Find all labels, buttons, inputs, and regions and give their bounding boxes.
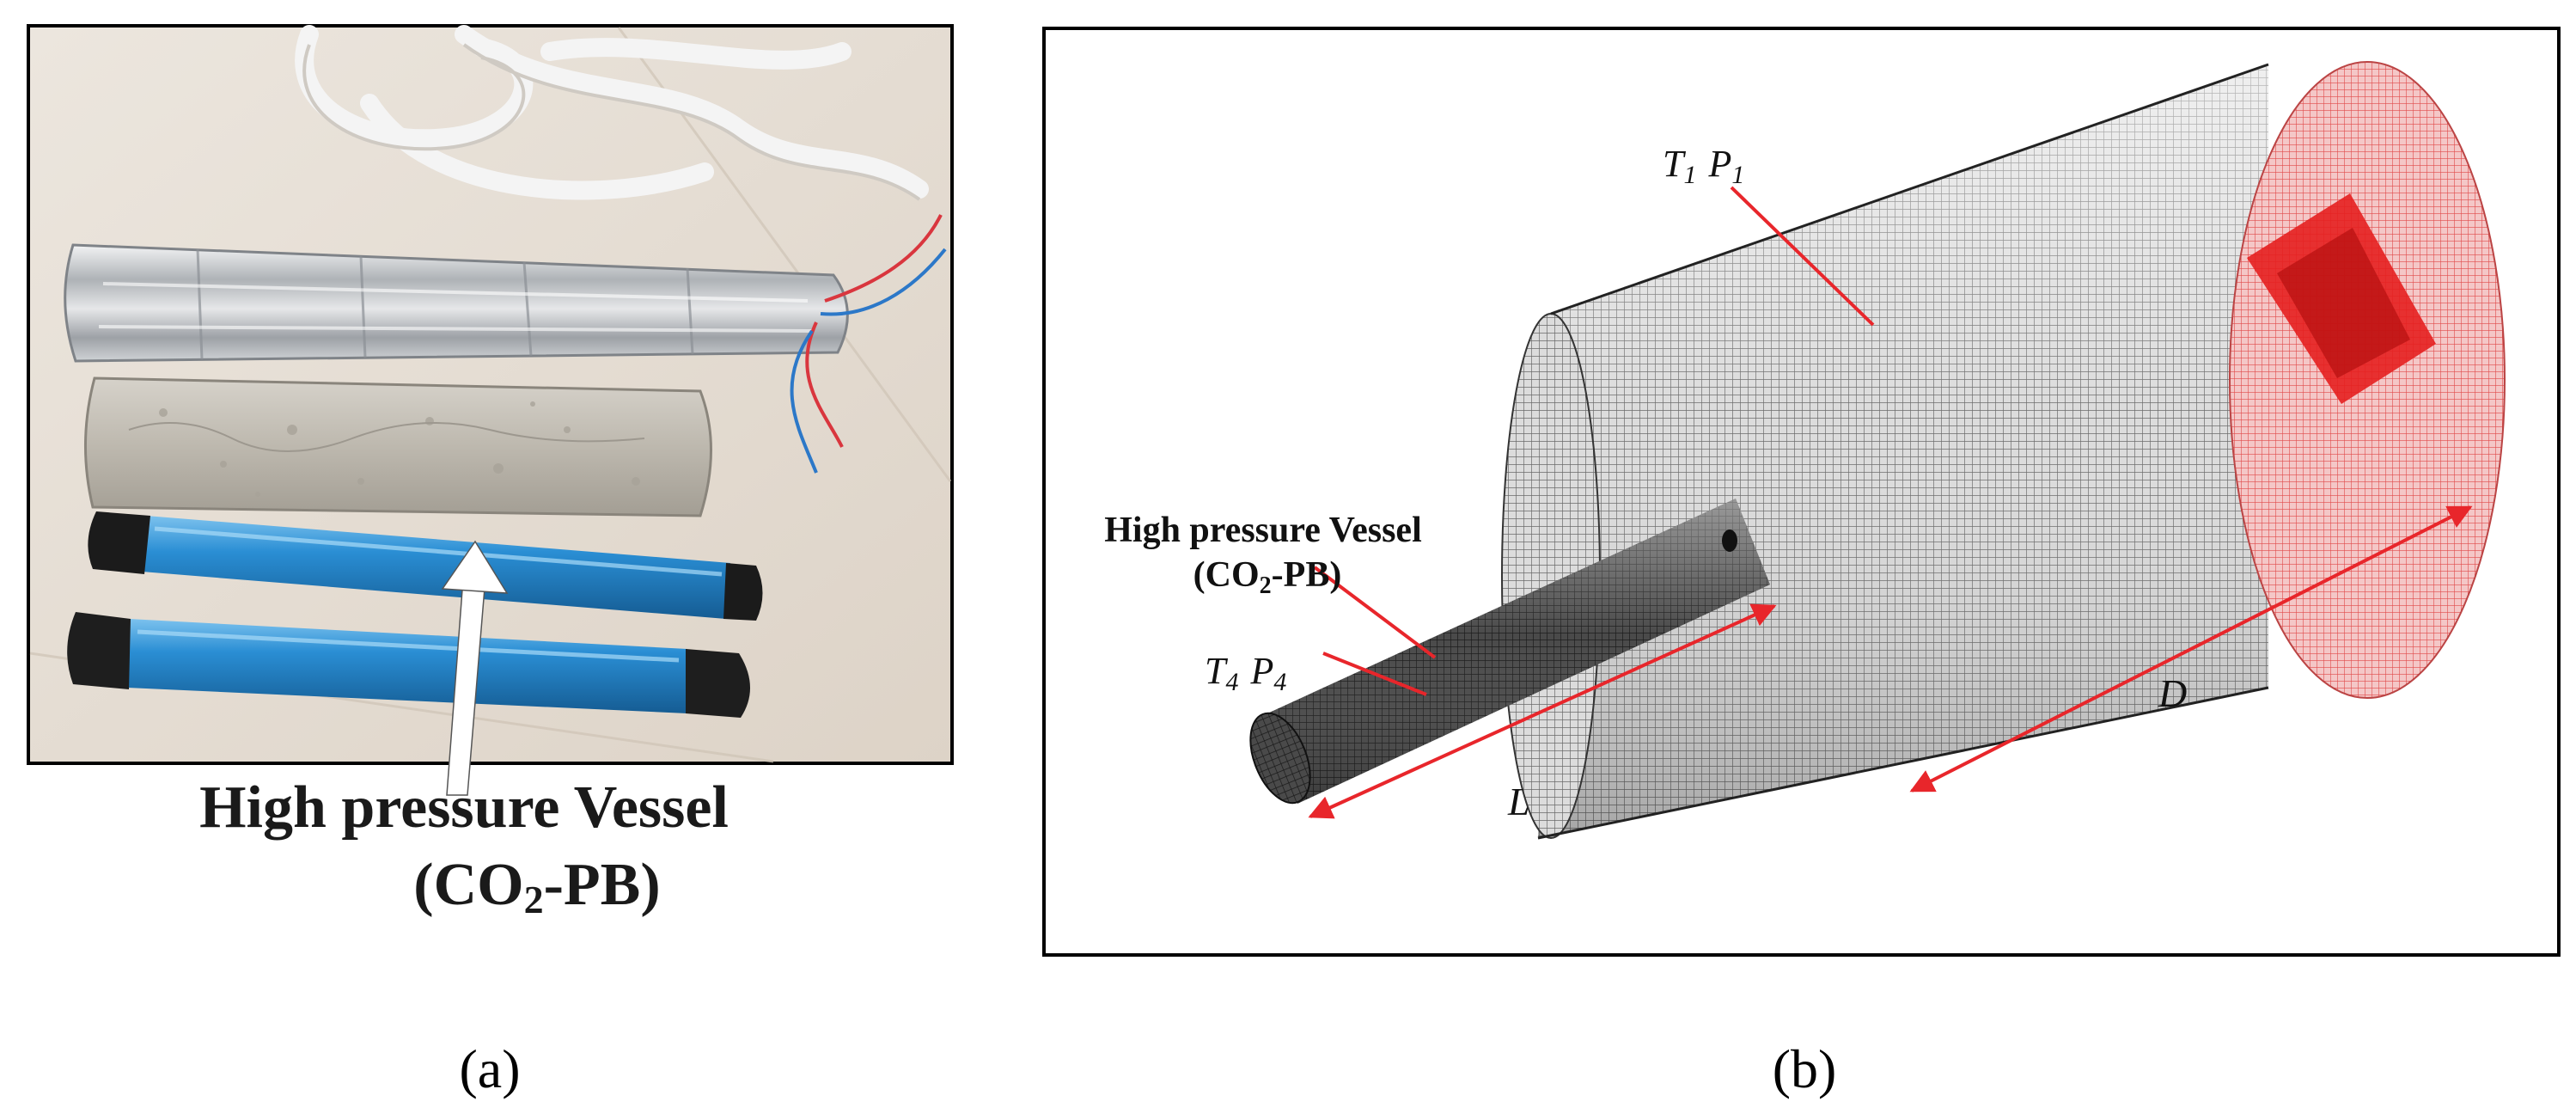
label-vessel-line2: (CO2-PB)	[1193, 555, 1342, 599]
sensor-wires	[790, 214, 947, 474]
panel-b-label: (b)	[1773, 1038, 1837, 1099]
blue-pipe-upper	[88, 511, 763, 621]
panel-a: High pressure Vessel (CO2-PB) (a)	[27, 24, 954, 1099]
label-dimension-D: D	[2158, 671, 2187, 715]
leader-t1p1	[1730, 186, 1875, 327]
label-vessel-line1: High pressure Vessel	[1104, 511, 1422, 550]
pipe-outlet	[1722, 529, 1737, 552]
panel-a-caption-line2: (CO2-PB)	[413, 852, 660, 921]
dimension-arrow-D	[1909, 505, 2473, 793]
cable-bundle	[295, 25, 929, 200]
vessel-pointer-arrow	[441, 540, 509, 796]
blue-pipe-lower	[67, 612, 751, 718]
panel-a-caption-line1: High pressure Vessel	[199, 774, 729, 841]
panel-a-label: (a)	[459, 1038, 520, 1099]
cable-bundle-shadow	[302, 43, 921, 201]
concrete-core	[83, 376, 712, 517]
dimension-arrow-L	[1308, 603, 1777, 819]
pipe-near-cap	[1249, 712, 1311, 805]
label-dimension-L: L	[1507, 780, 1530, 823]
foil-wrapped-cylinder	[64, 243, 849, 363]
